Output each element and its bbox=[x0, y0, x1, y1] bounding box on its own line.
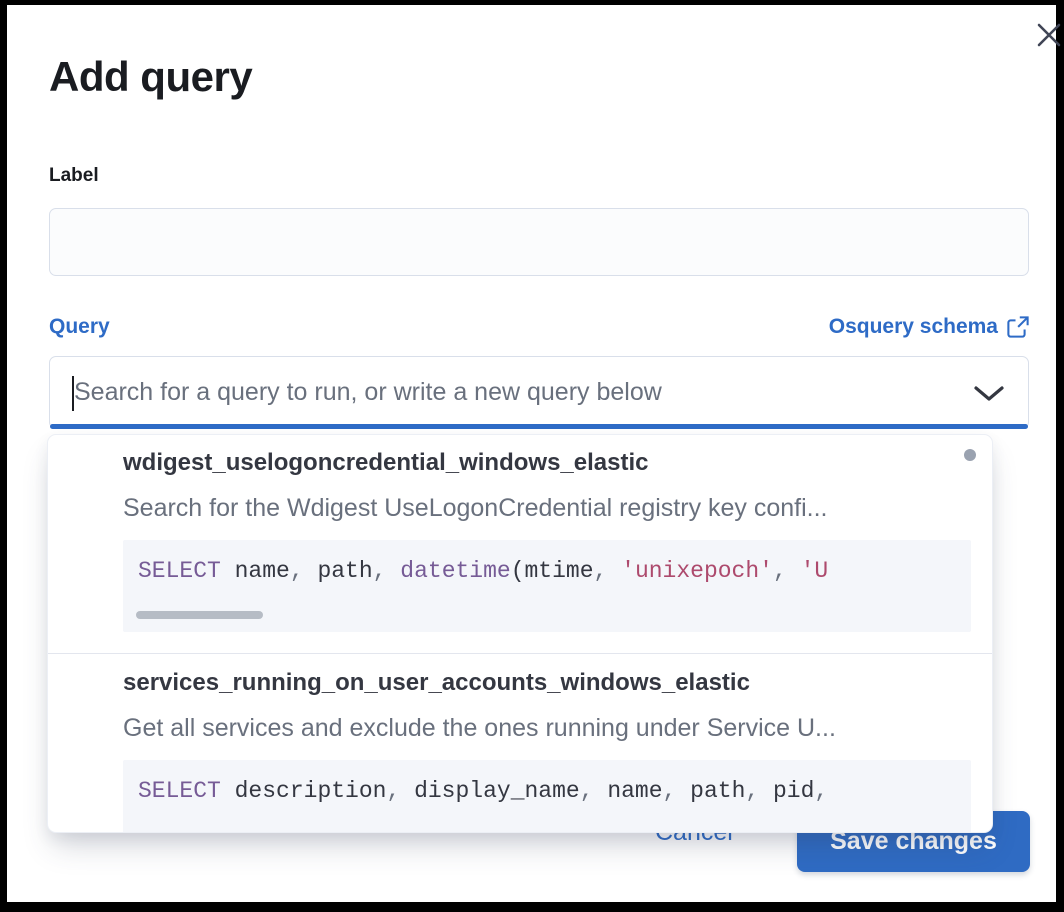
query-option-wdigest[interactable]: wdigest_uselogoncredential_windows_elast… bbox=[123, 449, 971, 632]
query-search-input[interactable] bbox=[50, 357, 1028, 428]
sql-code-line: SELECT description, display_name, name, … bbox=[138, 778, 829, 804]
close-icon bbox=[1035, 21, 1063, 49]
sql-code-line: SELECT name, path, datetime(mtime, 'unix… bbox=[138, 558, 829, 584]
query-option-sql-preview: SELECT name, path, datetime(mtime, 'unix… bbox=[123, 540, 971, 632]
horizontal-scrollbar-thumb[interactable] bbox=[136, 611, 263, 619]
external-link-icon bbox=[1007, 316, 1029, 338]
osquery-schema-link-label: Osquery schema bbox=[828, 315, 998, 338]
query-option-sql-preview: SELECT description, display_name, name, … bbox=[123, 760, 971, 832]
query-option-services-running[interactable]: services_running_on_user_accounts_window… bbox=[123, 669, 971, 832]
text-cursor bbox=[72, 376, 74, 411]
query-field-header: Query Osquery schema bbox=[49, 315, 1029, 339]
query-search-combobox[interactable] bbox=[49, 356, 1029, 429]
add-query-modal: Add query Label Query Osquery schema bbox=[7, 5, 1061, 902]
osquery-schema-link[interactable]: Osquery schema bbox=[829, 315, 1029, 339]
option-divider bbox=[48, 653, 992, 654]
query-option-title: wdigest_uselogoncredential_windows_elast… bbox=[123, 449, 649, 476]
page-title: Add query bbox=[49, 53, 253, 100]
label-field-label: Label bbox=[49, 165, 99, 186]
vertical-scrollbar-thumb[interactable] bbox=[964, 449, 976, 461]
label-input[interactable] bbox=[49, 208, 1029, 276]
query-suggestions-dropdown: wdigest_uselogoncredential_windows_elast… bbox=[47, 434, 993, 833]
query-field-label: Query bbox=[49, 315, 110, 338]
query-option-title: services_running_on_user_accounts_window… bbox=[123, 669, 750, 696]
query-option-description: Search for the Wdigest UseLogonCredentia… bbox=[123, 494, 828, 522]
query-option-description: Get all services and exclude the ones ru… bbox=[123, 714, 836, 742]
close-button[interactable] bbox=[1031, 17, 1064, 53]
